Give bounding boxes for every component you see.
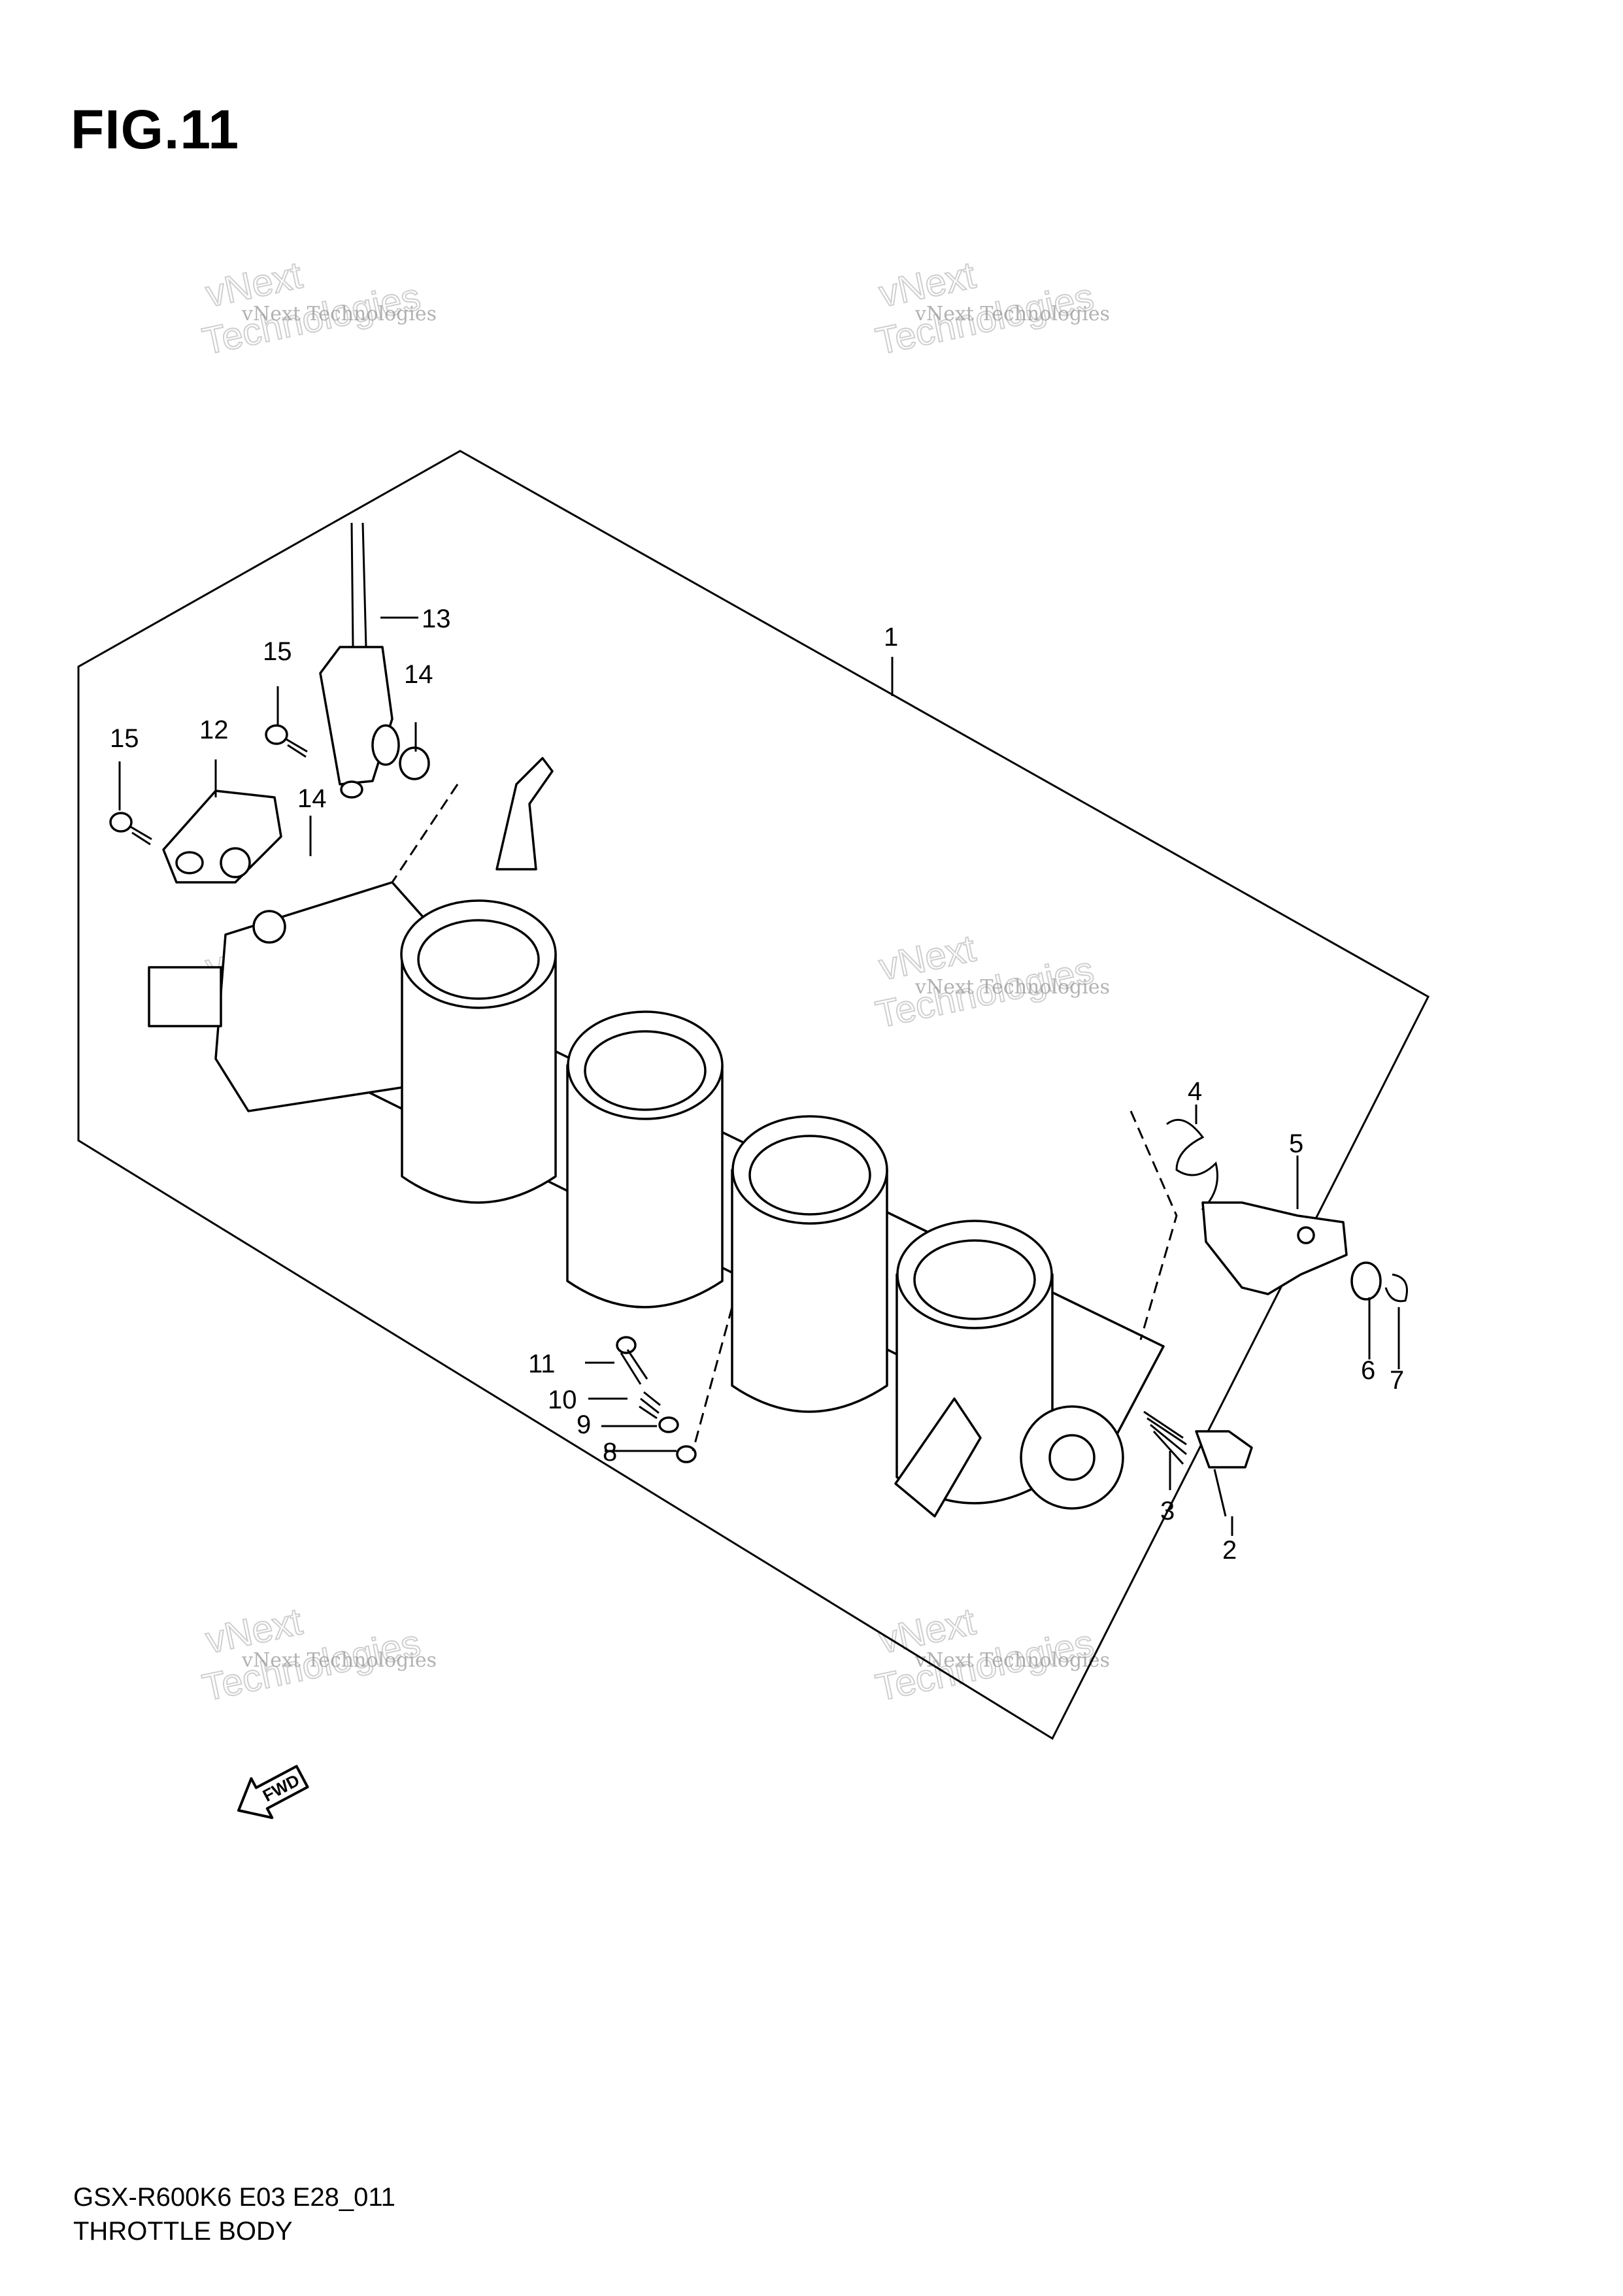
part-4-spring <box>1166 1118 1239 1217</box>
part-9-washer <box>658 1416 679 1433</box>
throttle-bore-2 <box>566 1010 724 1308</box>
part-7-clip <box>1384 1273 1408 1303</box>
sensor-connector <box>148 966 222 1027</box>
callout-1: 1 <box>884 623 898 652</box>
callout-9: 9 <box>577 1410 591 1439</box>
callout-6: 6 <box>1361 1356 1375 1385</box>
part-13-sensor <box>319 522 400 799</box>
callout-4: 4 <box>1188 1077 1202 1106</box>
watermark-small: vNext Technologies <box>914 976 1110 999</box>
watermark-small: vNext Technologies <box>241 303 437 325</box>
throttle-bore-1 <box>400 899 557 1204</box>
watermark: vNext Technologies vNext Technologies <box>871 1599 1110 1710</box>
throttle-cable-bracket <box>894 1397 982 1518</box>
watermark: vNext Technologies vNext Technologies <box>198 1599 437 1710</box>
part-5-lever-hole <box>1297 1226 1315 1244</box>
watermark: vNext Technologies vNext Technologies <box>871 253 1110 363</box>
callout-14-upper: 14 <box>404 660 433 689</box>
throttle-bore-3 <box>731 1115 888 1413</box>
callout-10: 10 <box>548 1386 577 1414</box>
callout-2: 2 <box>1222 1536 1237 1565</box>
callout-13: 13 <box>422 605 451 633</box>
callout-11: 11 <box>528 1350 556 1378</box>
callout-14-lower: 14 <box>297 784 327 813</box>
part-15-screw-lower <box>109 812 152 846</box>
callout-15-lower: 15 <box>110 724 139 753</box>
callout-12: 12 <box>199 716 229 744</box>
callout-8: 8 <box>603 1438 617 1467</box>
part-12-sensor <box>162 790 282 884</box>
assembly-outline <box>77 450 1430 1740</box>
part-11-screw <box>616 1336 648 1385</box>
callout-15-upper: 15 <box>263 637 292 666</box>
watermark: vNext Technologies vNext Technologies <box>871 926 1110 1037</box>
part-10-spring <box>639 1391 661 1420</box>
part-3-spring <box>1143 1410 1187 1465</box>
watermark: vNext Technologies vNext Technologies <box>198 253 437 363</box>
part-14-o-ring-upper <box>399 746 430 780</box>
part-8-o-ring <box>676 1445 697 1463</box>
leader-lines <box>118 616 1400 1536</box>
part-15-screw-upper <box>265 724 308 758</box>
part-14-o-ring-lower <box>252 910 286 944</box>
part-6-washer <box>1350 1261 1382 1301</box>
watermark-small: vNext Technologies <box>914 303 1110 325</box>
callout-labels: 1 2 3 4 5 6 7 8 9 10 11 12 13 14 14 15 1… <box>110 605 1404 1565</box>
watermark-small: vNext Technologies <box>914 1649 1110 1672</box>
figure-title: FIG.11 <box>71 99 240 160</box>
fwd-direction-badge: FWD <box>237 1765 309 1820</box>
model-code: GSX-R600K6 E03 E28_011 <box>73 2183 395 2212</box>
throttle-pulley-hub <box>1048 1434 1096 1481</box>
part-2-screw <box>1195 1430 1253 1517</box>
callout-5: 5 <box>1289 1129 1303 1158</box>
callout-3: 3 <box>1160 1497 1175 1525</box>
watermark-small: vNext Technologies <box>241 1649 437 1672</box>
diagram-name: THROTTLE BODY <box>73 2217 293 2246</box>
part-5-lever <box>1201 1201 1348 1295</box>
callout-7: 7 <box>1390 1366 1404 1395</box>
mounting-bracket <box>495 757 554 871</box>
